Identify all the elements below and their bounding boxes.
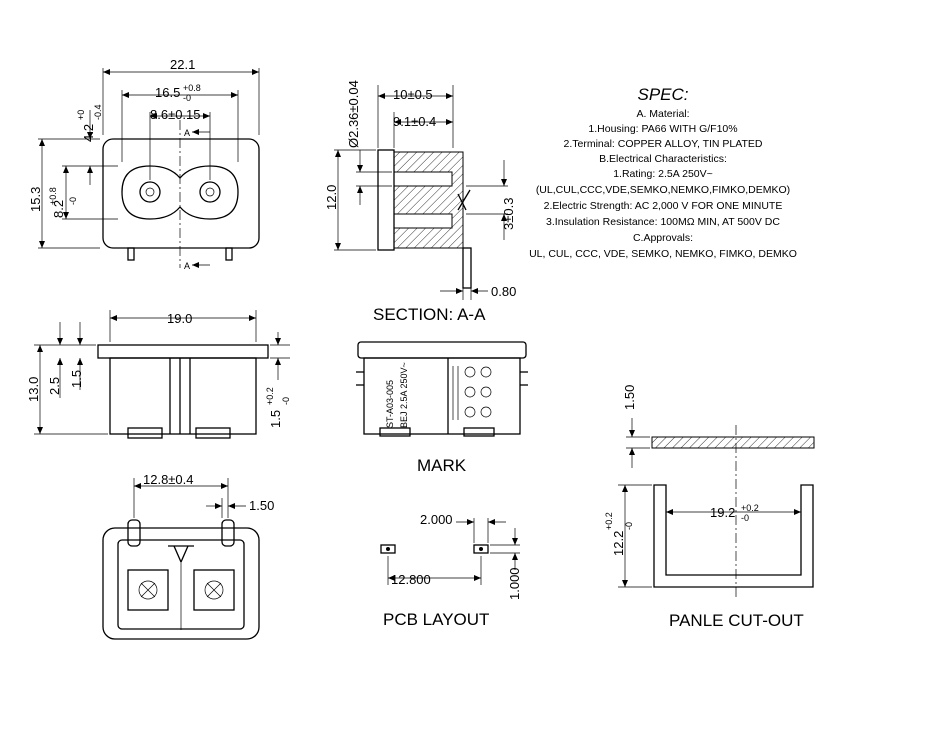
spec-line: UL, CUL, CCC, VDE, SEMKO, NEMKO, FIMKO, … xyxy=(529,248,797,260)
svg-text:+0.8: +0.8 xyxy=(48,187,58,205)
dim-cutout-width: 19.2 xyxy=(710,505,735,520)
svg-text:+0: +0 xyxy=(76,110,86,120)
plug-recess xyxy=(121,165,239,220)
bottom-outline xyxy=(102,527,260,640)
svg-text:+0.2: +0.2 xyxy=(265,387,275,405)
pcb-pad-right xyxy=(473,544,489,554)
approval-logos xyxy=(452,366,492,420)
bottom-pin-right xyxy=(221,519,235,547)
spec-line: (UL,CUL,CCC,VDE,SEMKO,NEMKO,FIMKO,DEMKO) xyxy=(536,184,790,196)
dim-pad-pitch: 12.800 xyxy=(391,572,431,587)
section-caption: SECTION: A-A xyxy=(373,305,486,324)
panel-caption: PANLE CUT-OUT xyxy=(669,611,804,630)
dim-depth-inner: 9.1±0.4 xyxy=(393,114,436,129)
contact-hole-left xyxy=(139,181,161,203)
mark-caption: MARK xyxy=(417,456,467,475)
dim-side-small: 1.5 xyxy=(69,370,84,388)
spec-line: 2.Electric Strength: AC 2,000 V FOR ONE … xyxy=(544,200,783,212)
spec-line: C.Approvals: xyxy=(633,232,693,244)
dim-side-height: 13.0 xyxy=(26,377,41,402)
spec-line: 2.Terminal: COPPER ALLOY, TIN PLATED xyxy=(564,138,763,150)
dim-pad-width: 2.000 xyxy=(420,512,453,527)
side-view: 19.0 13.0 2.5 1.5 1.5 +0.2 -0 xyxy=(26,310,291,439)
svg-text:-0: -0 xyxy=(68,197,78,205)
panel-plate xyxy=(651,436,815,449)
dim-top-offset: 4.2 xyxy=(81,124,96,142)
spec-line: A. Material: xyxy=(636,108,689,120)
pcb-caption: PCB LAYOUT xyxy=(383,610,489,629)
section-marker-top: A xyxy=(184,128,190,138)
svg-text:-0: -0 xyxy=(741,513,749,523)
cutout-outline xyxy=(653,484,814,588)
section-view: 10±0.5 9.1±0.4 12.0 Ø2.36±0.04 3±0.3 0.8… xyxy=(324,80,516,324)
front-view: 22.1 16.5 +0.8 -0 8.6±0.15 A A 15.3 8.2 … xyxy=(28,57,260,271)
spec-line: B.Electrical Characteristics: xyxy=(599,153,727,165)
dim-cutout-height: 12.2 xyxy=(611,531,626,556)
svg-text:-0.4: -0.4 xyxy=(93,104,103,120)
spec-block: SPEC: A. Material: 1.Housing: PA66 WITH … xyxy=(529,85,797,260)
pcb-layout: 12.800 2.000 1.000 PCB LAYOUT xyxy=(380,512,522,629)
dim-side-width: 19.0 xyxy=(167,311,192,326)
section-marker-bottom: A xyxy=(184,261,190,271)
svg-text:+0.8: +0.8 xyxy=(183,83,201,93)
spec-line: 3.Insulation Resistance: 100MΩ MIN, AT 5… xyxy=(546,216,780,228)
panel-cutout: 1.50 19.2 +0.2 -0 12.2 +0.2 -0 PANLE CUT… xyxy=(604,385,815,630)
dim-inner-height: 8.2 xyxy=(51,200,66,218)
dim-pin-pitch: 8.6±0.15 xyxy=(150,107,201,122)
dim-section-height: 12.0 xyxy=(324,185,339,210)
dim-overall-width: 22.1 xyxy=(170,57,195,72)
dim-panel-thickness: 1.50 xyxy=(622,385,637,410)
spec-line: 1.Housing: PA66 WITH G/F10% xyxy=(588,123,737,135)
svg-text:-0: -0 xyxy=(281,397,291,405)
dim-pad-height: 1.000 xyxy=(507,567,522,600)
front-outline xyxy=(102,138,260,249)
dim-depth-outer: 10±0.5 xyxy=(393,87,433,102)
dim-side-flange: 1.5 xyxy=(268,410,283,428)
mark-rating: BEJ 2.5A 250V~ xyxy=(399,362,409,428)
bottom-pin-left xyxy=(127,519,141,547)
mark-view: ST-A03-005 BEJ 2.5A 250V~ MARK xyxy=(356,341,528,475)
spec-title: SPEC: xyxy=(637,85,688,104)
side-flange xyxy=(97,344,269,359)
section-pin xyxy=(462,247,472,289)
contact-hole-right xyxy=(199,181,221,203)
dim-slot: 3±0.3 xyxy=(501,198,516,230)
section-housing xyxy=(393,151,464,249)
side-body xyxy=(109,357,257,435)
spec-line: 1.Rating: 2.5A 250V~ xyxy=(613,168,713,180)
dim-inner-width: 16.5 xyxy=(155,85,180,100)
dim-overall-height: 15.3 xyxy=(28,187,43,212)
mark-model: ST-A03-005 xyxy=(385,380,395,428)
pcb-pad-left xyxy=(380,544,396,554)
svg-text:+0.2: +0.2 xyxy=(604,512,614,530)
svg-text:+0.2: +0.2 xyxy=(741,503,759,513)
dim-pin-span: 12.8±0.4 xyxy=(143,472,194,487)
svg-text:-0: -0 xyxy=(624,522,634,530)
dim-pin-thickness: 0.80 xyxy=(491,284,516,299)
dim-side-mid: 2.5 xyxy=(47,377,62,395)
bottom-view: 12.8±0.4 1.50 xyxy=(102,472,274,640)
dim-pin-diameter: Ø2.36±0.04 xyxy=(346,80,361,148)
dim-pin-width: 1.50 xyxy=(249,498,274,513)
svg-text:-0: -0 xyxy=(183,93,191,103)
